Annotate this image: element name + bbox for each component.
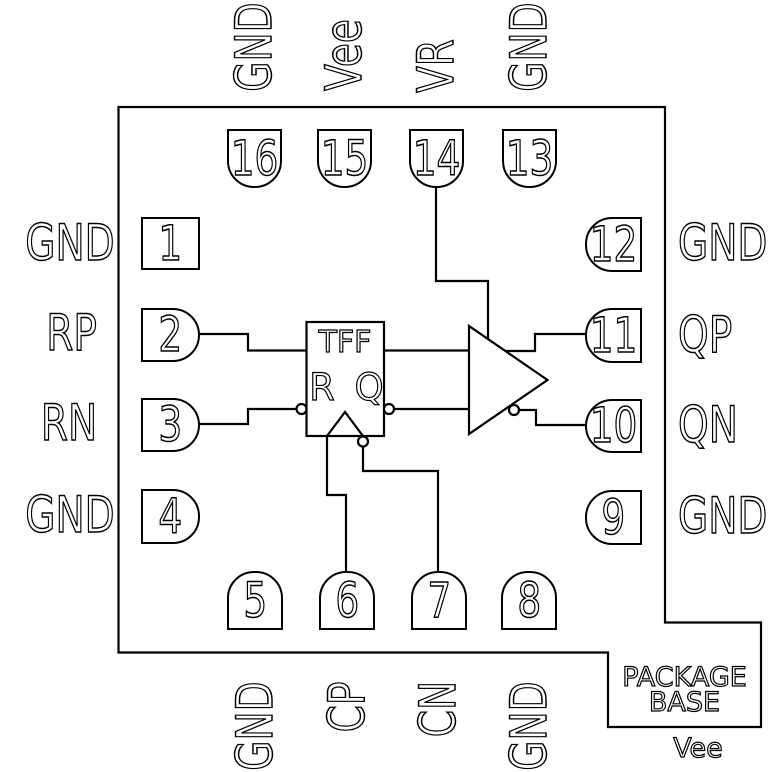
wire-qn <box>519 408 585 427</box>
bubble-qn-output <box>507 403 521 417</box>
pin-16: 16 <box>227 129 282 188</box>
pin-8: 8 <box>501 571 557 630</box>
pin-5: 5 <box>227 571 283 630</box>
pin-8-number: 8 <box>517 572 542 629</box>
bubble-clock-n <box>356 435 370 448</box>
package-base-net-label: Vee <box>673 733 724 764</box>
pin-9: 9 <box>585 490 642 545</box>
wire-cn <box>361 446 440 571</box>
bubble-r-input <box>295 402 308 416</box>
tff-output-port-label: Q <box>354 366 384 409</box>
wire-vr <box>434 188 490 340</box>
pin-16-number: 16 <box>230 130 279 187</box>
pin-2-label: RP <box>46 303 98 363</box>
pin-6-number: 6 <box>335 572 360 629</box>
pin-2: 2 <box>141 308 200 362</box>
tff-box <box>305 320 386 438</box>
wire-qp <box>505 332 585 353</box>
pin-14-number: 14 <box>412 130 461 187</box>
pin-11-number: 11 <box>589 307 638 364</box>
pin-6-label: CP <box>317 681 376 733</box>
pin-1: 1 <box>141 217 200 270</box>
pin-14: 14 <box>409 129 464 188</box>
pin-15: 15 <box>317 129 372 188</box>
pin-13: 13 <box>502 129 557 188</box>
pin-2-number: 2 <box>158 307 183 363</box>
pin-12-label: GND <box>677 213 768 273</box>
pin-4-number: 4 <box>158 488 183 545</box>
pin-14-label: VR <box>406 38 465 93</box>
pin-9-label: GND <box>677 486 768 546</box>
pin-6: 6 <box>319 571 375 630</box>
pin-3-number: 3 <box>158 397 183 453</box>
pin-10: 10 <box>585 399 642 453</box>
pin-1-label: GND <box>25 213 116 273</box>
package-base-line2: BASE <box>648 687 721 718</box>
wire-cp <box>325 436 348 571</box>
buffer-triangle <box>467 323 550 437</box>
bubble-q-output <box>382 402 396 416</box>
pin-9-number: 9 <box>601 489 626 546</box>
pin-12-number: 12 <box>589 216 638 273</box>
pin-10-number: 10 <box>589 398 638 454</box>
pin-7: 7 <box>411 571 467 630</box>
pin-15-number: 15 <box>320 130 369 187</box>
pin-13-label: GND <box>499 2 558 93</box>
pin-3: 3 <box>141 398 200 452</box>
tff-block-title: TFF <box>318 325 372 360</box>
pin-8-label: GND <box>499 681 558 772</box>
pin-7-label: CN <box>408 680 467 738</box>
pin-5-number: 5 <box>243 572 268 629</box>
pin-3-label: RN <box>40 393 97 453</box>
tff-reset-port-label: R <box>309 366 336 409</box>
package-outline <box>117 105 763 729</box>
wire-rp <box>200 332 307 352</box>
pin-11-label: QP <box>677 305 733 365</box>
pin-5-label: GND <box>225 681 284 772</box>
pin-16-label: GND <box>224 2 283 93</box>
pin-11: 11 <box>585 308 642 363</box>
pin-4-label: GND <box>25 485 116 545</box>
package-base-line1: PACKAGE <box>622 662 748 693</box>
clock-wedge <box>326 410 364 437</box>
pin-13-number: 13 <box>505 130 554 187</box>
pin-10-label: QN <box>677 395 738 455</box>
pin-1-number: 1 <box>158 215 183 272</box>
wire-rn <box>200 407 297 426</box>
pin-12: 12 <box>585 217 642 272</box>
pin-7-number: 7 <box>427 572 452 629</box>
pin-15-label: Vee <box>314 19 373 92</box>
package-base-label: PACKAGE BASE <box>608 662 761 718</box>
pin-4: 4 <box>141 489 200 544</box>
